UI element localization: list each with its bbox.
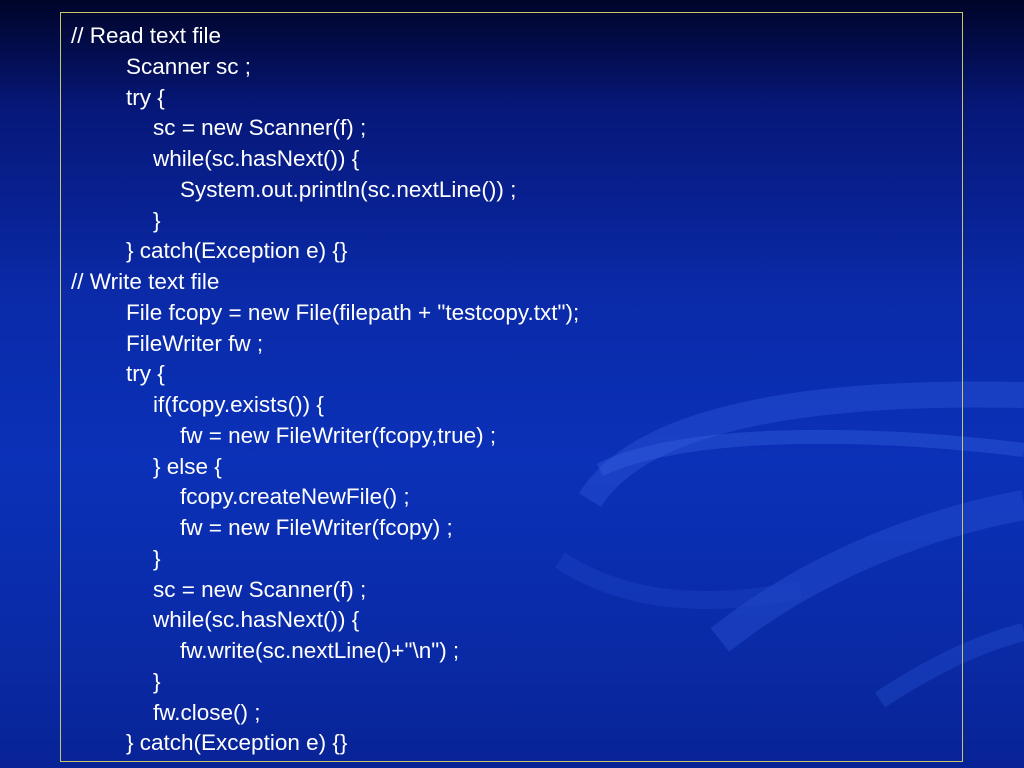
- code-line: File fcopy = new File(filepath + "testco…: [126, 299, 580, 325]
- code-line: }: [153, 207, 161, 233]
- code-line: Scanner sc ;: [126, 53, 252, 79]
- code-line: fw = new FileWriter(fcopy,true) ;: [180, 422, 497, 448]
- code-line: sc = new Scanner(f) ;: [153, 576, 367, 602]
- code-line: while(sc.hasNext()) {: [153, 146, 360, 171]
- code-line: fw = new FileWriter(fcopy) ;: [180, 515, 453, 540]
- code-line: }: [153, 668, 161, 694]
- code-line: if(fcopy.exists()) {: [153, 392, 324, 417]
- code-line: fw.close() ;: [153, 699, 261, 725]
- code-listing: // Read text file Scanner sc ; try { sc …: [60, 12, 963, 762]
- code-line: FileWriter fw ;: [126, 330, 264, 356]
- code-line: } catch(Exception e) {}: [126, 238, 348, 264]
- code-line: fcopy.createNewFile() ;: [180, 484, 410, 510]
- code-line: fw.write(sc.nextLine()+"\n") ;: [180, 638, 460, 663]
- code-line: System.out.println(sc.nextLine()) ;: [180, 176, 517, 202]
- code-line: } catch(Exception e) {}: [126, 730, 348, 756]
- code-line: } else {: [153, 453, 222, 479]
- code-line: // Write text file: [71, 269, 220, 294]
- code-line: while(sc.hasNext()) {: [153, 607, 360, 633]
- code-line: // Read text file: [71, 23, 222, 48]
- code-line: try {: [126, 361, 165, 387]
- code-line: try {: [126, 84, 165, 110]
- code-line: }: [153, 545, 161, 571]
- code-line: sc = new Scanner(f) ;: [153, 115, 367, 141]
